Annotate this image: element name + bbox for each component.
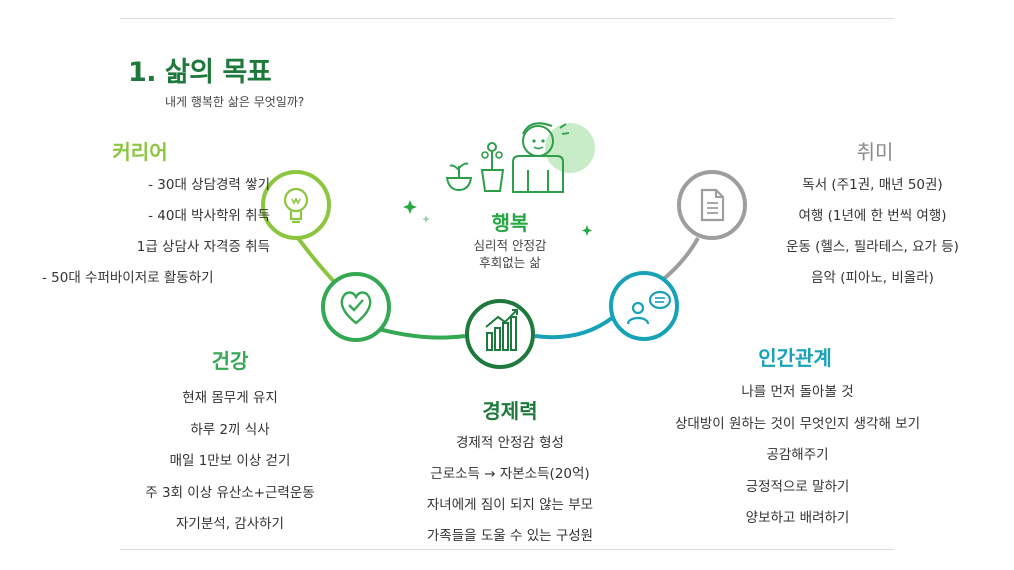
connector-relation-hobby [658,237,700,284]
list-item: 현재 몸무게 유지 [182,390,278,406]
list-item: 후회없는 삶 [479,255,541,270]
list-item: 경제적 안정감 형성 [456,435,564,451]
happiness-list: 심리적 안정감 후회없는 삶 [440,237,580,271]
list-item: 음악 (피아노, 비올라) [811,270,934,286]
list-item: 운동 (헬스, 필라테스, 요가 등) [786,239,959,255]
health-list: 현재 몸무게 유지 하루 2끼 식사 매일 1만보 이상 걷기 주 3회 이상 … [130,383,330,541]
health-heading: 건강 [211,349,249,373]
document-icon [677,170,747,240]
list-item: 양보하고 배려하기 [745,510,850,526]
list-item: 자녀에게 짐이 되지 않는 부모 [426,497,594,513]
sparkle-icon [403,200,592,236]
happiness-heading: 행복 [491,211,529,235]
economy-list: 경제적 안정감 형성 근로소득 → 자본소득(20억) 자녀에게 짐이 되지 않… [395,428,625,552]
list-item: - 50대 수퍼바이저로 활동하기 [42,270,214,286]
page-title: 1. 삶의 목표 [128,57,272,88]
list-item: 자기분석, 감사하기 [176,516,284,532]
list-item: - 30대 상담경력 쌓기 [148,177,270,193]
page-subtitle: 내게 행복한 삶은 무엇일까? [165,95,305,109]
list-item: 여행 (1년에 한 번씩 여행) [798,208,947,224]
top-divider [120,18,894,19]
list-item: 상대방이 원하는 것이 무엇인지 생각해 보기 [674,415,921,432]
list-item: 독서 (주1권, 매년 50권) [802,177,943,193]
bottom-divider [120,549,894,550]
relationship-heading: 인간관계 [758,346,832,370]
list-item: 심리적 안정감 [473,238,547,253]
list-item: 나를 먼저 돌아볼 것 [741,384,854,400]
list-item: - 40대 박사학위 취득 [148,208,270,224]
list-item: 공감해주기 [766,447,829,463]
career-heading: 커리어 [112,140,168,164]
list-item: 긍정적으로 말하기 [745,478,850,495]
list-item: 하루 2끼 식사 [190,421,270,438]
list-item: 가족들을 도울 수 있는 구성원 [426,528,594,544]
list-item: 1급 상담사 자격증 취득 [136,239,270,255]
hobby-list: 독서 (주1권, 매년 50권) 여행 (1년에 한 번씩 여행) 운동 (헬스… [760,170,985,294]
growth-chart-icon [465,299,535,369]
list-item: 주 3회 이상 유산소+근력운동 [145,484,315,501]
person-chat-icon [609,271,679,341]
career-list: - 30대 상담경력 쌓기 - 40대 박사학위 취득 1급 상담사 자격증 취… [20,170,270,294]
relationship-list: 나를 먼저 돌아볼 것 상대방이 원하는 것이 무엇인지 생각해 보기 공감해주… [650,377,945,535]
list-item: 근로소득 → 자본소득(20억) [430,466,590,482]
person-with-plants-icon [445,122,595,193]
list-item: 매일 1만보 이상 걷기 [169,453,291,469]
heart-check-icon [321,272,391,342]
connector-economy-relation [534,316,614,340]
hobby-heading: 취미 [856,140,894,164]
lightbulb-icon [261,170,331,240]
economy-heading: 경제력 [482,399,538,423]
